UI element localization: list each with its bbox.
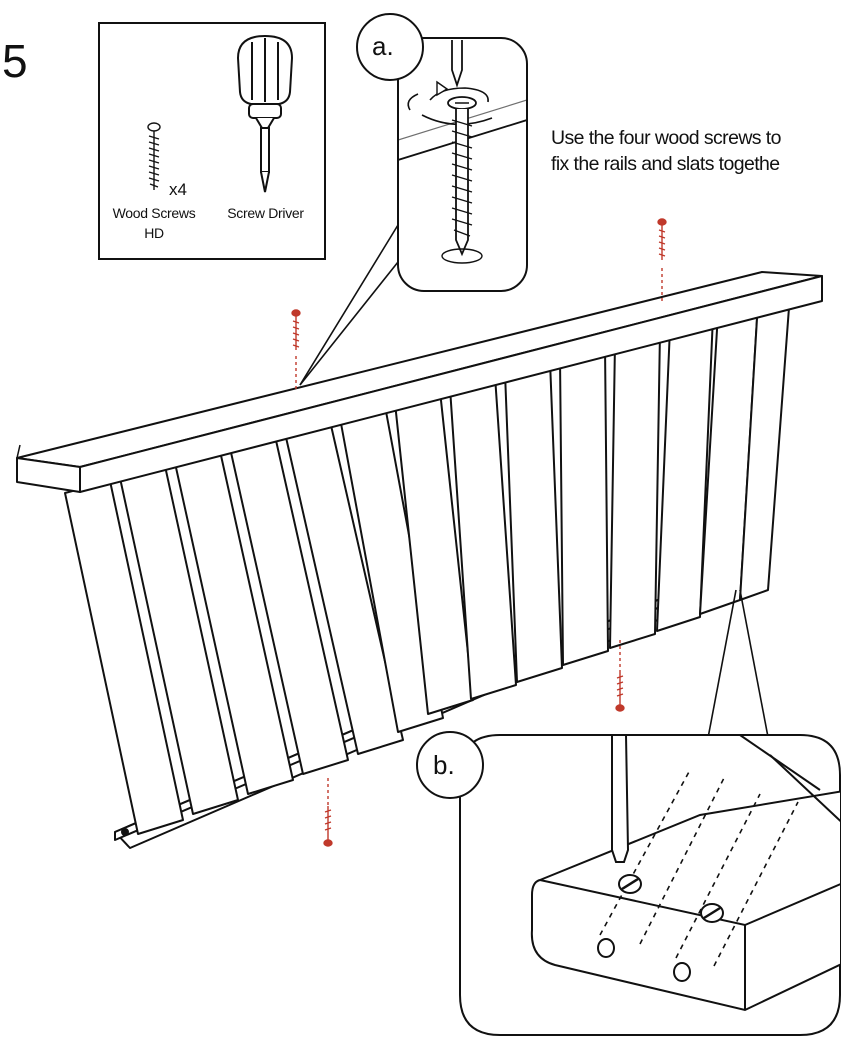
callout-a-badge <box>356 13 424 81</box>
callout-a-label: a. <box>372 31 394 61</box>
top-rail <box>16 271 823 493</box>
screw-marker-bottom-right <box>615 640 625 712</box>
screw-label-line-2: HD <box>144 225 164 241</box>
instruction-text: Use the four wood screws to fix the rail… <box>551 125 781 177</box>
instruction-line-2: fix the rails and slats togethe <box>551 153 780 175</box>
screw-marker-bottom-left <box>323 778 333 847</box>
slats <box>64 293 791 835</box>
callout-b-badge <box>416 731 484 799</box>
parts-box <box>98 22 326 260</box>
step-number: 5 <box>2 35 28 87</box>
callout-b-label: b. <box>433 750 455 780</box>
screw-marker-top-left <box>291 309 301 392</box>
screw-quantity: x4 <box>169 180 187 199</box>
tool-label: Screw Driver <box>227 205 304 221</box>
screwdriver-icon <box>236 34 294 193</box>
screw-marker-top-right <box>657 218 667 302</box>
callout-b-panel <box>459 589 841 1036</box>
screw-label-line-1: Wood Screws <box>112 205 196 221</box>
callout-a-panel <box>299 37 528 386</box>
rail-assembly <box>16 271 823 849</box>
screw-label: Wood Screws HD <box>104 205 204 241</box>
screw-markers <box>291 218 667 847</box>
instruction-line-1: Use the four wood screws to <box>551 127 781 149</box>
wood-screw-icon <box>147 122 161 190</box>
